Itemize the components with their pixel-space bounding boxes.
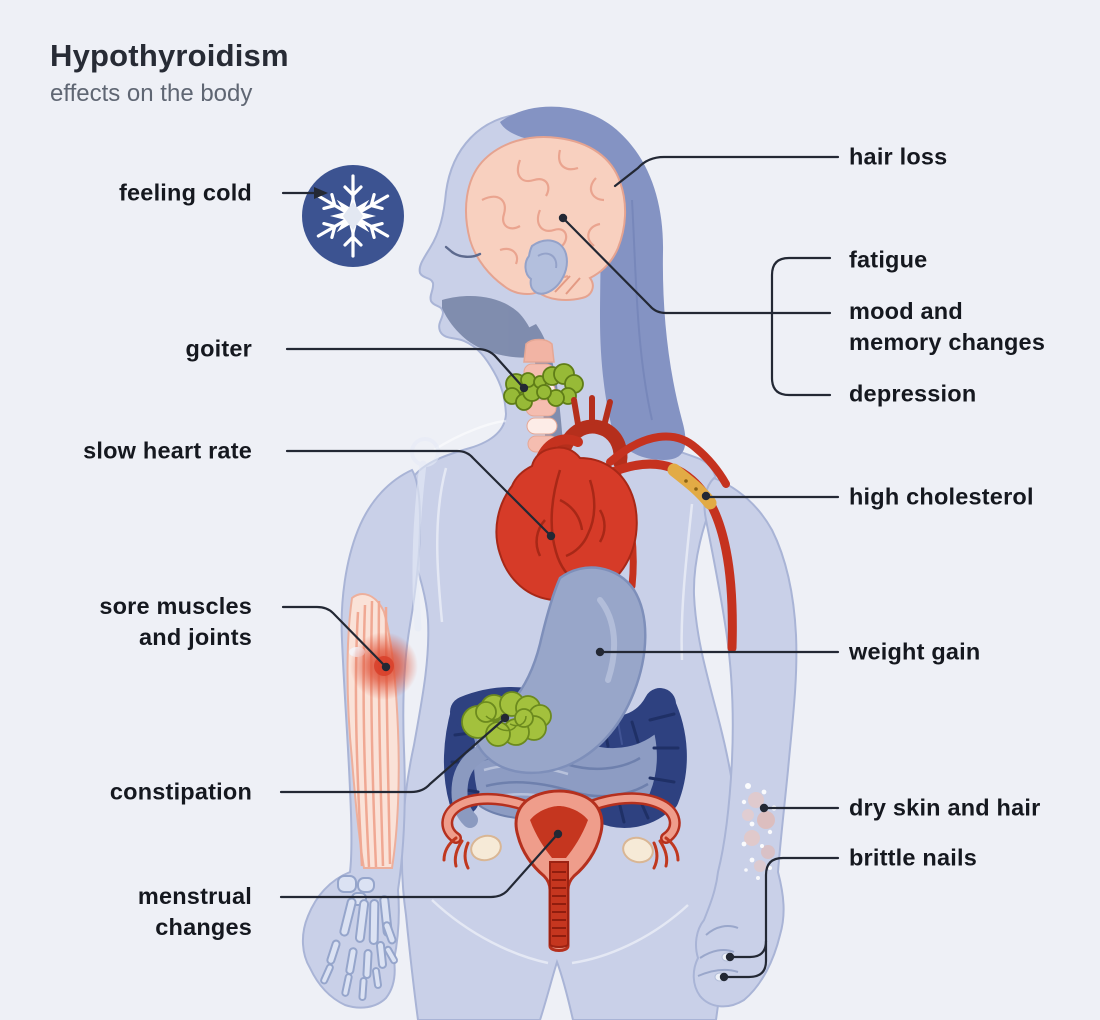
bracket-fatigue-depression bbox=[770, 256, 832, 397]
label-high-cholesterol: high cholesterol bbox=[849, 483, 1034, 510]
body-contours bbox=[431, 419, 694, 965]
label-feeling-cold: feeling cold bbox=[119, 179, 252, 206]
label-dry-skin: dry skin and hair bbox=[849, 794, 1041, 821]
dry-skin-patch bbox=[741, 783, 777, 880]
label-constipation: constipation bbox=[109, 778, 252, 805]
ovary bbox=[470, 834, 502, 862]
ovary bbox=[622, 836, 654, 864]
feeling-cold-badge bbox=[302, 165, 404, 267]
leader-lines bbox=[279, 155, 840, 979]
line-mood bbox=[561, 216, 832, 315]
forearm-muscle bbox=[346, 593, 418, 869]
line-menstrual bbox=[279, 835, 557, 899]
label-goiter: goiter bbox=[185, 335, 252, 362]
label-fatigue: fatigue bbox=[849, 246, 928, 273]
header: Hypothyroidism effects on the body bbox=[50, 38, 289, 108]
line-brittle-nails-branch bbox=[731, 939, 768, 959]
label-brittle-nails: brittle nails bbox=[849, 844, 977, 871]
line-slow-heart-rate bbox=[285, 449, 550, 535]
closed-eye bbox=[450, 250, 482, 258]
uterus bbox=[441, 789, 681, 952]
line-goiter bbox=[285, 347, 523, 387]
line-constipation bbox=[279, 719, 504, 794]
stool-mass bbox=[461, 691, 552, 747]
hair bbox=[500, 106, 686, 460]
label-weight-gain: weight gain bbox=[849, 638, 981, 665]
line-brittle-nails bbox=[725, 856, 840, 979]
skeletal-hand bbox=[320, 875, 398, 1001]
page-title: Hypothyroidism bbox=[50, 38, 289, 73]
hair-strand bbox=[631, 199, 653, 421]
page-subtitle: effects on the body bbox=[50, 80, 253, 107]
ear bbox=[524, 239, 568, 295]
fimbriae bbox=[442, 836, 680, 870]
label-depression: depression bbox=[849, 380, 977, 407]
arrowhead bbox=[314, 187, 328, 199]
label-slow-heart-rate: slow heart rate bbox=[83, 437, 252, 464]
leader-dots bbox=[314, 187, 769, 982]
right-arm bbox=[692, 476, 798, 1008]
face-details bbox=[444, 245, 482, 258]
label-hair-loss: hair loss bbox=[849, 143, 948, 170]
body-figure bbox=[302, 106, 798, 1020]
line-hair-loss bbox=[613, 155, 840, 188]
line-sore-muscles bbox=[281, 605, 385, 666]
brain bbox=[465, 136, 627, 301]
